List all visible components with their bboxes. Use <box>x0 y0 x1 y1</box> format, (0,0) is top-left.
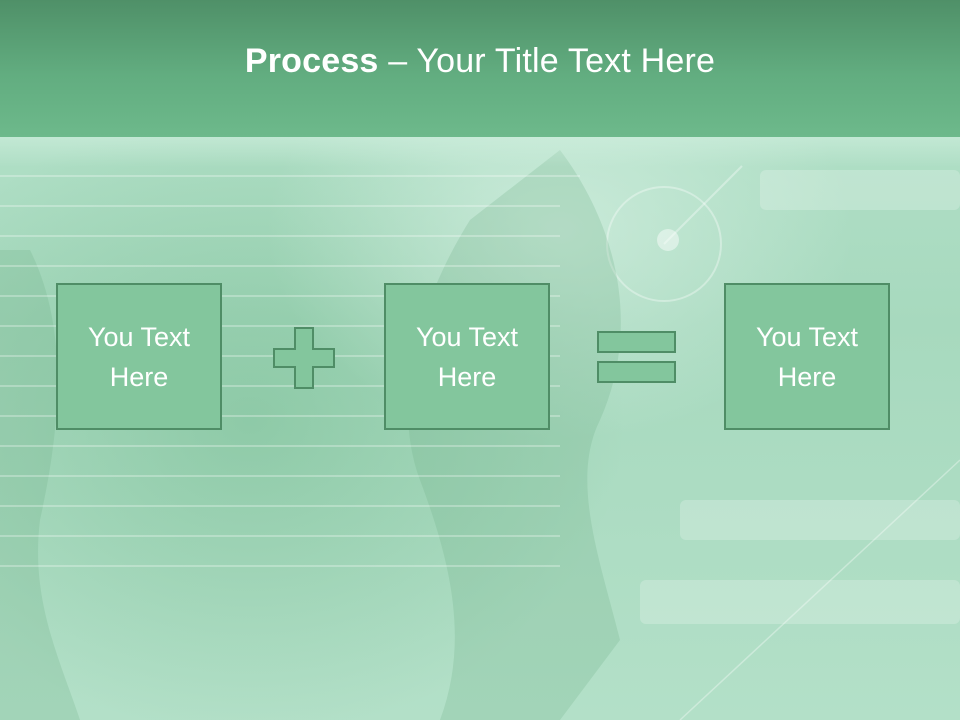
title-bar: Process – Your Title Text Here <box>0 0 960 137</box>
equals-icon <box>597 331 676 383</box>
process-box-3-label: You Text Here <box>755 321 859 392</box>
process-box-1-label: You Text Here <box>87 321 191 392</box>
slide-title: Process – Your Title Text Here <box>245 42 715 81</box>
process-box-3[interactable]: You Text Here <box>724 283 890 430</box>
process-box-1[interactable]: You Text Here <box>56 283 222 430</box>
process-box-2[interactable]: You Text Here <box>384 283 550 430</box>
header-glow-band <box>0 137 960 167</box>
title-rest: – Your Title Text Here <box>378 42 716 80</box>
title-bold: Process <box>244 42 379 80</box>
plus-icon <box>273 327 335 389</box>
process-box-2-label: You Text Here <box>415 321 519 392</box>
